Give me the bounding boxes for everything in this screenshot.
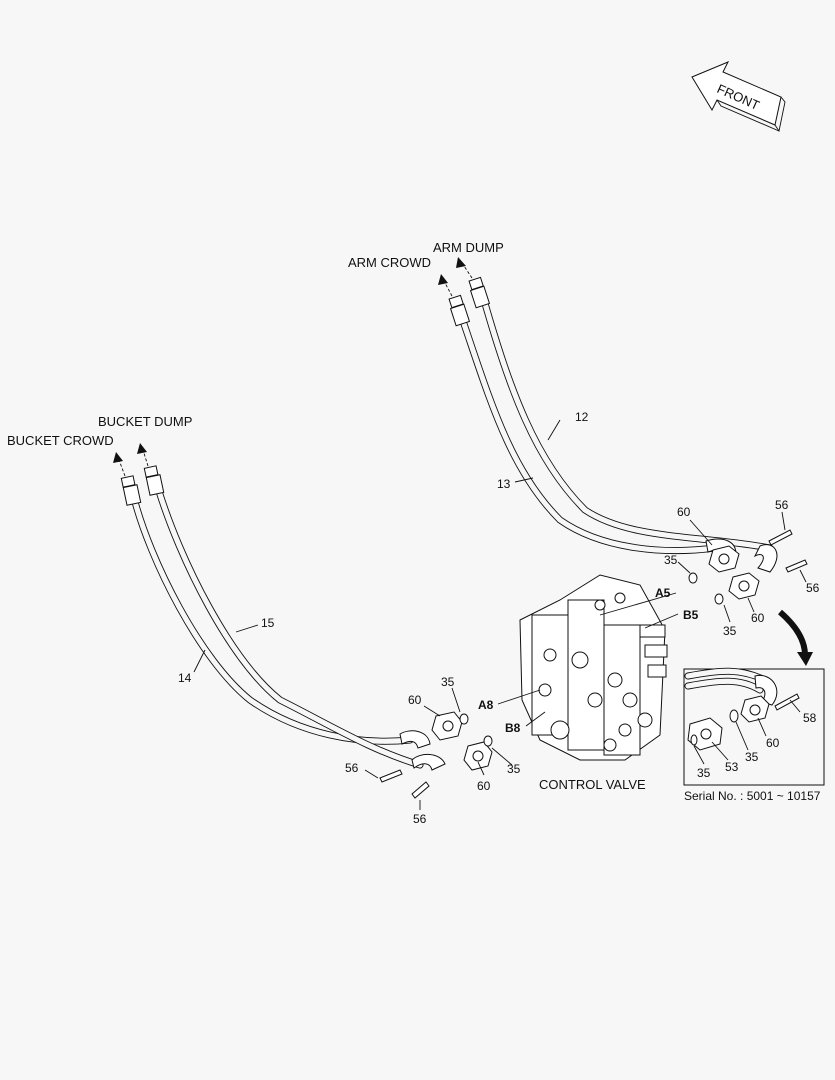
part-number-13: 13 <box>497 477 511 491</box>
arm-side-hardware <box>688 529 808 605</box>
control-valve <box>519 574 668 761</box>
detail-inset-parts <box>684 667 800 751</box>
part-number-56-bottom: 56 <box>413 812 427 826</box>
part-number-60-b8: 60 <box>477 779 491 793</box>
bucket-hoses <box>113 443 446 771</box>
bucket-crowd-fitting <box>120 475 142 506</box>
label-bucket-dump: BUCKET DUMP <box>98 414 192 429</box>
bucket-dump-fitting <box>143 465 165 496</box>
callout-arrow <box>778 609 808 656</box>
part-number-35-b5: 35 <box>723 624 737 638</box>
detail-part-35b: 35 <box>697 766 711 780</box>
part-number-35-left: 35 <box>441 675 455 689</box>
label-arm-dump: ARM DUMP <box>433 240 504 255</box>
detail-part-35a: 35 <box>745 750 759 764</box>
part-number-35-b8: 35 <box>507 762 521 776</box>
label-control-valve: CONTROL VALVE <box>539 777 646 792</box>
part-number-14: 14 <box>178 671 192 685</box>
part-number-60-left: 60 <box>408 693 422 707</box>
part-number-60-b5: 60 <box>751 611 765 625</box>
detail-part-53: 53 <box>725 760 739 774</box>
port-a5: A5 <box>655 586 671 600</box>
part-number-56-left: 56 <box>345 761 359 775</box>
label-serial: Serial No. : 5001 ~ 10157 <box>684 789 821 803</box>
part-number-56-top: 56 <box>775 498 789 512</box>
part-number-35-top: 35 <box>664 553 678 567</box>
label-arm-crowd: ARM CROWD <box>348 255 431 270</box>
part-number-60-top: 60 <box>677 505 691 519</box>
port-b8: B8 <box>505 721 521 735</box>
port-a8: A8 <box>478 698 494 712</box>
bucket-side-hardware <box>379 711 493 799</box>
arm-hoses <box>438 257 778 573</box>
leader-lines <box>193 419 807 810</box>
label-bucket-crowd: BUCKET CROWD <box>7 433 114 448</box>
part-number-12: 12 <box>575 410 589 424</box>
arm-crowd-fitting <box>448 294 471 327</box>
part-number-56-right: 56 <box>806 581 820 595</box>
port-b5: B5 <box>683 608 699 622</box>
detail-part-60: 60 <box>766 736 780 750</box>
arm-dump-fitting <box>468 276 491 309</box>
detail-part-58: 58 <box>803 711 817 725</box>
front-arrow-icon: FRONT <box>691 61 786 133</box>
part-number-15: 15 <box>261 616 275 630</box>
